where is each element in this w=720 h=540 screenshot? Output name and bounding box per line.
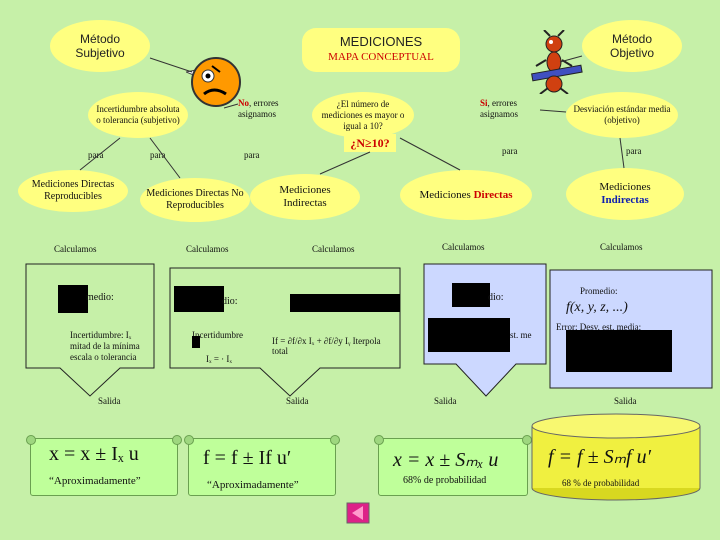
no-label: No	[238, 98, 249, 108]
para-label: para	[626, 146, 642, 156]
result-note-3: 68% de probabilidad	[403, 475, 487, 486]
objective-direct-highlight: Directas	[473, 189, 513, 201]
measurement-count-question: ¿El número de mediciones es mayor o igua…	[312, 92, 414, 138]
objective-indirect-highlight: Indirectas	[601, 194, 649, 206]
d1-uncertainty-text: Incertidumbre: Iₓ mitad de la mínima esc…	[70, 330, 140, 362]
objective-indirect-pre: Mediciones	[599, 181, 651, 193]
result-formula-2: f = f ± If u′	[203, 447, 292, 469]
title-banner: MEDICIONES MAPA CONCEPTUAL	[302, 28, 460, 72]
output-label: Salida	[614, 396, 637, 406]
direct-reproducible-label: Mediciones Directas Reproducibles	[31, 179, 115, 202]
uncertainty-abs-oval: Incertidumbre absoluta o tolerancia (sub…	[88, 92, 188, 138]
ant-scientist-icon	[531, 30, 583, 94]
calc-label: Calculamos	[54, 244, 97, 254]
d2-equation-text: Iₓ = · Iₓ	[206, 354, 233, 364]
page-subtitle: MAPA CONCEPTUAL	[328, 51, 434, 63]
redacted-block	[452, 283, 490, 307]
back-arrow-icon[interactable]	[346, 502, 370, 524]
direct-reproducible-node: Mediciones Directas Reproducibles	[18, 170, 128, 212]
redacted-block	[174, 286, 224, 312]
para-label: para	[502, 146, 518, 156]
detail-arrow-1	[25, 263, 155, 397]
subjective-method-oval: Método Subjetivo	[50, 20, 150, 72]
indirect-node: Mediciones Indirectas	[250, 174, 360, 220]
result-note-1: “Aproximadamente”	[49, 475, 141, 487]
redacted-block	[58, 285, 88, 313]
calc-label: Calculamos	[442, 242, 485, 252]
para-label: para	[244, 150, 260, 160]
result-cylinder	[531, 413, 701, 501]
n-question-text: ¿N≥10?	[350, 136, 390, 150]
d2-uncertainty-text: Incertidumbre	[192, 330, 243, 340]
result-formula-4: f = f ± Sₘf u′	[548, 446, 651, 468]
yes-rest: , errores asignamos	[480, 98, 518, 119]
d3-equation-text: If = ∂f/∂x Iₓ + ∂f/∂y Iᵧ Iterpola total	[272, 336, 381, 356]
page-title: MEDICIONES	[339, 34, 423, 49]
d5-function-text: f(x, y, z, ...)	[566, 300, 628, 315]
redacted-block	[566, 330, 672, 372]
d5-error-text: Error: Desv. est. media:	[556, 322, 642, 332]
calc-label: Calculamos	[312, 244, 355, 254]
result-note-4: 68 % de probabilidad	[562, 478, 640, 488]
no-rest: , errores asignamos	[238, 98, 279, 119]
result-panel-2: f = f ± If u′ “Aproximadamente”	[184, 435, 340, 496]
objective-direct-pre: Mediciones	[419, 189, 474, 201]
count-question-text: ¿El número de mediciones es mayor o igua…	[321, 98, 405, 131]
subjective-method-label: Método Subjetivo	[75, 32, 125, 60]
redacted-block	[428, 318, 510, 352]
result-formula-1: x = x ± Iₓ u	[49, 443, 139, 465]
std-dev-text: Desviación estándar media (objetivo)	[573, 104, 671, 125]
objective-method-oval: Método Objetivo	[582, 20, 682, 72]
worried-face-icon	[186, 57, 241, 107]
redacted-block	[192, 336, 200, 348]
output-label: Salida	[98, 396, 121, 406]
result-note-2: “Aproximadamente”	[207, 479, 299, 491]
calc-label: Calculamos	[186, 244, 229, 254]
para-label: para	[88, 150, 104, 160]
d1-average-text: medio:	[86, 292, 114, 303]
para-label: para	[150, 150, 166, 160]
objective-indirect-node: Mediciones Indirectas	[566, 168, 684, 220]
objective-direct-label: Mediciones Directas	[420, 189, 513, 201]
objective-method-label: Método Objetivo	[609, 32, 655, 60]
detail-arrow-2	[169, 267, 401, 397]
objective-direct-node: Mediciones Directas	[400, 170, 532, 220]
indirect-label: Mediciones Indirectas	[279, 184, 331, 209]
n-question-box: ¿N≥10?	[344, 134, 396, 152]
result-panel-1: x = x ± Iₓ u “Aproximadamente”	[26, 435, 182, 496]
output-label: Salida	[434, 396, 457, 406]
d2-average-text: dio:	[222, 296, 238, 307]
no-errors-text: No, errores asignamos	[238, 98, 298, 120]
d4-std-text: st. me	[510, 330, 532, 340]
d5-average-text: Promedio:	[580, 286, 618, 296]
calc-label: Calculamos	[600, 242, 643, 252]
yes-label: Si	[480, 98, 488, 108]
std-dev-oval: Desviación estándar media (objetivo)	[566, 92, 678, 138]
d4-average-text: dio:	[488, 292, 504, 303]
direct-nonreproducible-label: Mediciones Directas No Reproducibles	[146, 188, 244, 211]
direct-nonreproducible-node: Mediciones Directas No Reproducibles	[140, 178, 250, 222]
redacted-block	[290, 294, 400, 312]
objective-indirect-label: Mediciones Indirectas	[580, 181, 670, 207]
uncertainty-abs-text: Incertidumbre absoluta o tolerancia (sub…	[96, 104, 180, 125]
output-label: Salida	[286, 396, 309, 406]
yes-errors-text: Si, errores asignamos	[480, 98, 540, 120]
result-formula-3: x = x ± Sₘₓ u	[393, 449, 499, 471]
result-panel-3: x = x ± Sₘₓ u 68% de probabilidad	[374, 435, 532, 496]
